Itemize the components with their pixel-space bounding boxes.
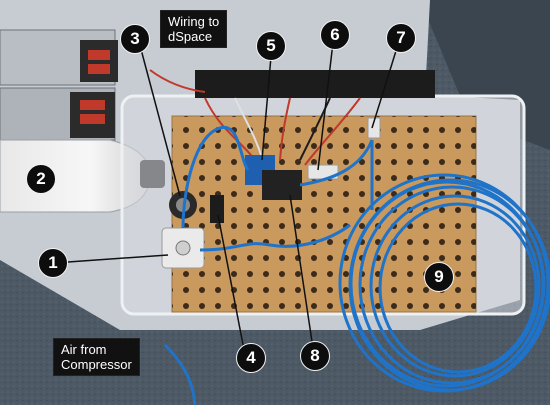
sensor-4 bbox=[210, 195, 224, 223]
marker-2: 2 bbox=[26, 164, 56, 194]
power-supply bbox=[0, 29, 118, 141]
marker-5: 5 bbox=[256, 31, 286, 61]
manifold-5 bbox=[245, 155, 302, 200]
marker-3: 3 bbox=[120, 24, 150, 54]
marker-1: 1 bbox=[38, 248, 68, 278]
marker-7: 7 bbox=[386, 23, 416, 53]
tubing bbox=[163, 126, 374, 405]
valve-7 bbox=[367, 117, 381, 139]
dspace-connector bbox=[149, 69, 435, 166]
tubing-coil-9 bbox=[338, 173, 550, 393]
air-from-compressor-label: Air from Compressor bbox=[53, 338, 140, 376]
pointer-lines bbox=[67, 33, 401, 356]
valve-block-1 bbox=[161, 227, 205, 269]
marker-6: 6 bbox=[320, 20, 350, 50]
marker-4: 4 bbox=[236, 343, 266, 373]
marker-9: 9 bbox=[424, 262, 454, 292]
wiring-to-dspace-label: Wiring to dSpace bbox=[160, 10, 228, 48]
marker-8: 8 bbox=[300, 341, 330, 371]
